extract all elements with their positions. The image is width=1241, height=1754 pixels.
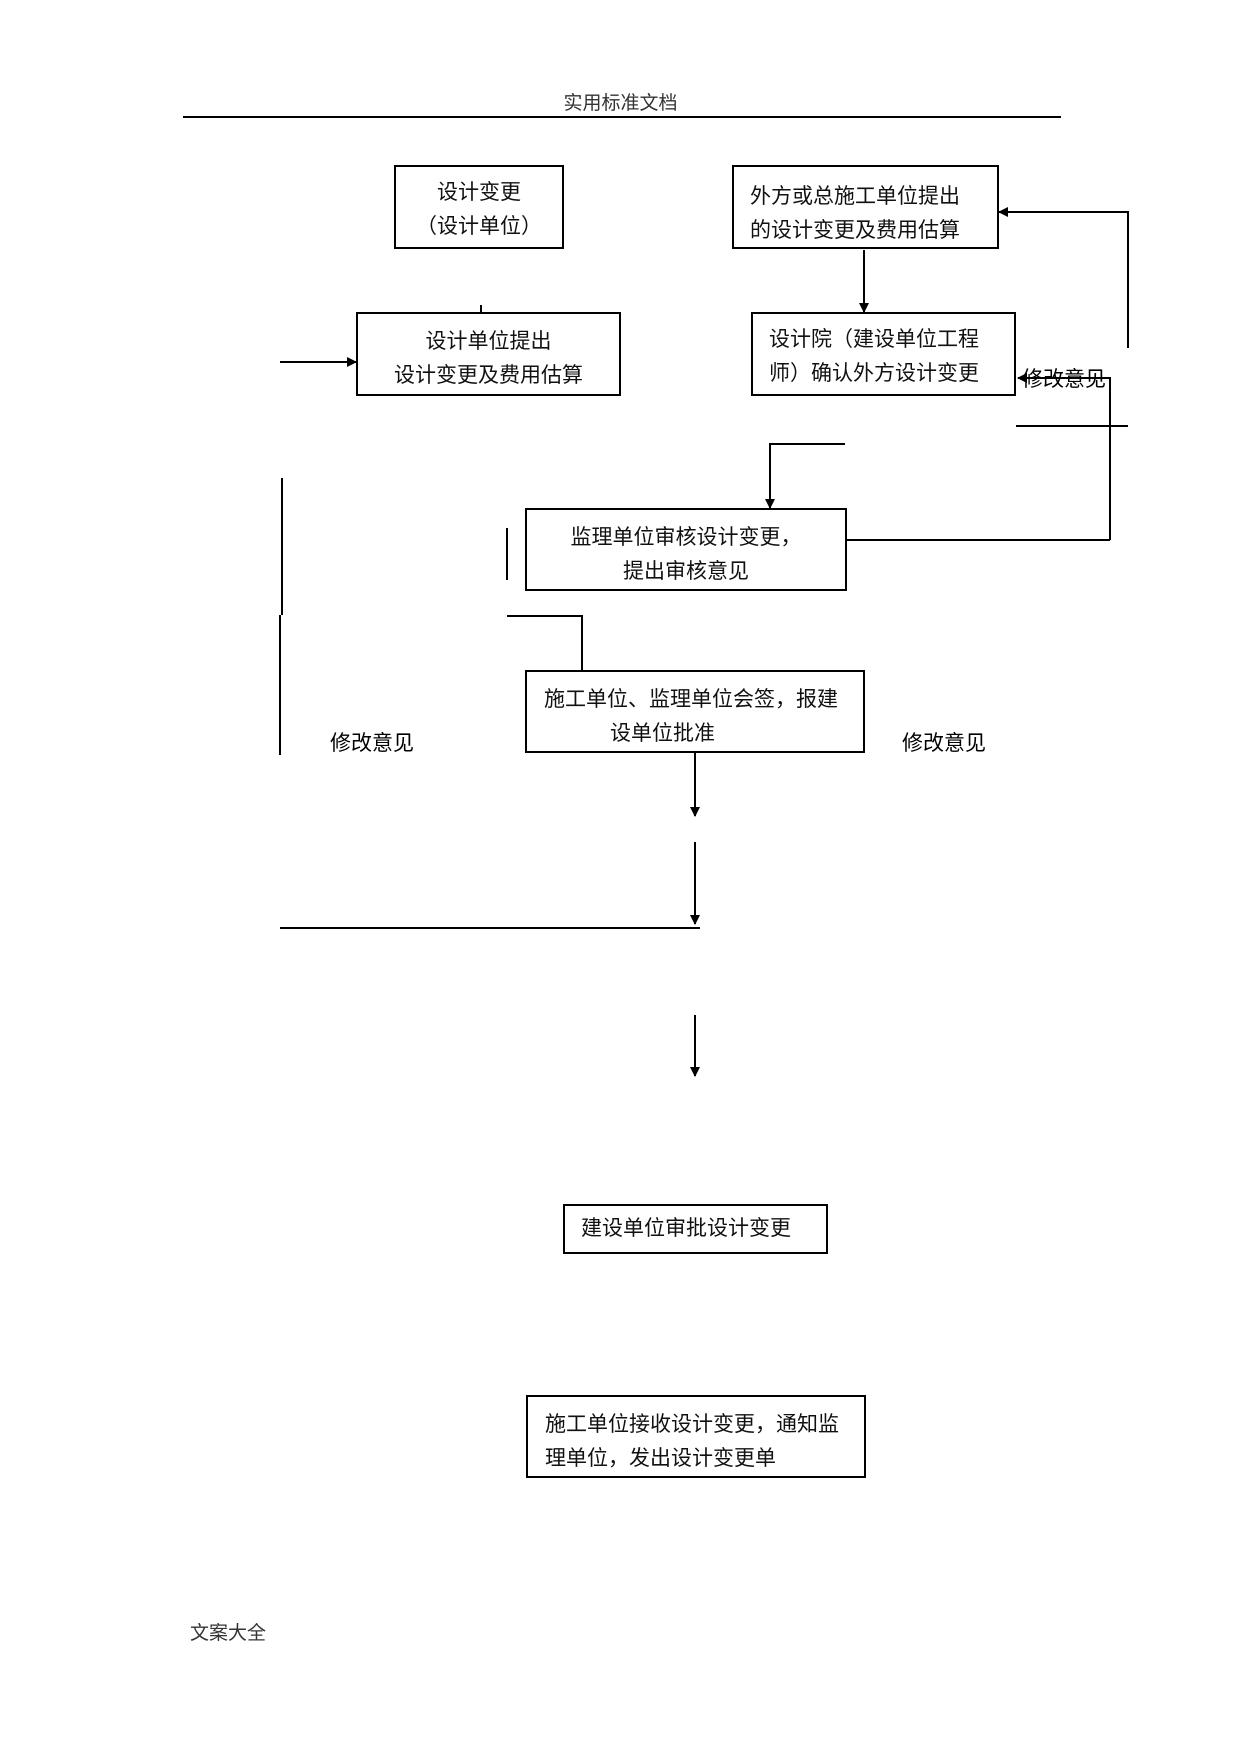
node-design-change: 设计变更 （设计单位）	[394, 165, 564, 249]
node-line: 设计单位提出	[425, 329, 552, 353]
label-revise-right-top: 修改意见	[1022, 367, 1106, 391]
node-line: 设计变更及费用估算	[394, 363, 583, 387]
arrow-institute-to-supervisor	[765, 443, 845, 509]
node-line: 的设计变更及费用估算	[750, 218, 960, 242]
node-line: 设计变更	[437, 180, 521, 204]
node-line: 施工单位接收设计变更，通知监	[545, 1412, 839, 1436]
node-line: 建设单位审批设计变更	[581, 1216, 791, 1240]
page-footer: 文案大全	[190, 1622, 267, 1644]
node-line: 提出审核意见	[623, 559, 749, 583]
node-contractor-receive: 施工单位接收设计变更，通知监 理单位，发出设计变更单	[526, 1395, 866, 1478]
node-line: 设单位批准	[610, 721, 715, 745]
node-line: 设计院（建设单位工程	[769, 327, 979, 351]
loop-right-to-external	[998, 207, 1129, 348]
label-revise-right-mid: 修改意见	[902, 731, 986, 755]
page-header: 实用标准文档	[563, 92, 678, 114]
node-line: 施工单位、监理单位会签，报建	[544, 687, 838, 711]
label-revise-left: 修改意见	[330, 731, 414, 755]
node-cosign: 施工单位、监理单位会签，报建 设单位批准	[525, 670, 865, 753]
node-line: 外方或总施工单位提出	[750, 184, 960, 208]
node-owner-approve: 建设单位审批设计变更	[563, 1204, 828, 1254]
node-design-unit-proposal: 设计单位提出 设计变更及费用估算	[356, 312, 621, 396]
node-supervisor-review: 监理单位审核设计变更， 提出审核意见	[525, 508, 847, 591]
arrow-revise-into-institute	[1017, 373, 1111, 540]
node-institute-confirm: 设计院（建设单位工程 师）确认外方设计变更	[751, 312, 1016, 396]
node-external-proposal: 外方或总施工单位提出 的设计变更及费用估算	[732, 165, 999, 249]
node-line: 监理单位审核设计变更，	[570, 525, 802, 549]
header-rule	[183, 116, 1061, 118]
arrow-supervisor-to-cosign	[507, 615, 587, 681]
node-line: 师）确认外方设计变更	[769, 361, 979, 385]
node-line: 理单位，发出设计变更单	[545, 1446, 776, 1470]
node-line: （设计单位）	[416, 214, 542, 238]
